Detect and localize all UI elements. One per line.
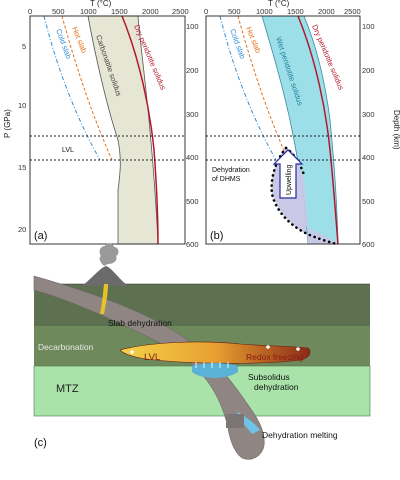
lvl-dot	[296, 347, 300, 351]
panel-a: Cold slab Hot slab Carbonatite solidus D…	[3, 0, 199, 249]
depth-ticks-b: 100 200 300 400 500 600	[362, 22, 375, 249]
panel-b: Upwelling Cold slab Hot slab Wet peridot…	[204, 0, 400, 249]
p-tick: 10	[18, 101, 26, 110]
hot-slab-label-b: Hot slab	[244, 25, 263, 54]
upwelling-arrow: Upwelling	[272, 149, 304, 199]
dhms-label-line-1: Dehydration	[212, 167, 250, 174]
x-tick-b: 2500	[344, 7, 361, 16]
panel-b-frame	[205, 15, 361, 245]
slab-dehydration-label: Slab dehydration	[108, 318, 172, 328]
x-tick-b: 2000	[318, 7, 335, 16]
lvl-label-a: LVL	[62, 147, 74, 154]
subsolidus-label-2: dehydration	[254, 382, 299, 392]
panel-a-label: (a)	[34, 230, 47, 242]
hot-slab-curve-b	[237, 15, 289, 161]
dhms-label-line-2: of DHMS	[212, 176, 241, 183]
x-tick-a: 500	[52, 7, 65, 16]
depth-tick-b: 400	[362, 153, 375, 162]
p-ticks: 5 10 15 20	[18, 42, 26, 234]
panel-b-label: (b)	[210, 230, 223, 242]
x-tick-b: 1000	[256, 7, 273, 16]
cold-slab-label-b: Cold slab	[228, 28, 247, 60]
depth-tick-b: 500	[362, 197, 375, 206]
panel-c-label: (c)	[34, 437, 47, 449]
dhms-boundary	[270, 146, 338, 246]
volcanic-plume	[99, 243, 119, 266]
dehydration-melting-label: Dehydration melting	[262, 430, 338, 440]
volcano	[82, 266, 128, 286]
x-tick-a: 0	[28, 7, 32, 16]
depth-tick-a: 200	[186, 66, 199, 75]
depth-tick-b: 300	[362, 110, 375, 119]
depth-tick-a: 100	[186, 22, 199, 31]
dry-peridotite-solidus-b	[297, 15, 339, 245]
p-tick: 15	[18, 163, 26, 172]
cold-slab-curve-b	[219, 15, 277, 161]
cold-slab-label-a: Cold slab	[54, 28, 73, 60]
p-axis-label: P (GPa)	[3, 109, 12, 138]
lower-slab-bleed	[226, 414, 244, 428]
depth-tick-b: 100	[362, 22, 375, 31]
x-tick-a: 1000	[80, 7, 97, 16]
x-tick-a: 2000	[142, 7, 159, 16]
depth-tick-b: 600	[362, 240, 375, 249]
subsolidus-hatch	[195, 362, 229, 368]
p-tick: 5	[22, 42, 26, 51]
depth-tick-b: 200	[362, 66, 375, 75]
p-tick: 20	[18, 225, 26, 234]
depth-ticks-a: 100 200 300 400 500 600	[186, 22, 199, 249]
x-tick-a: 1500	[111, 7, 128, 16]
x-tick-a: 2500	[172, 7, 189, 16]
mtz-label: MTZ	[56, 383, 79, 395]
x-tick-b: 1500	[287, 7, 304, 16]
depth-axis-label: Depth (km)	[392, 110, 400, 150]
hot-slab-curve-a	[61, 15, 113, 161]
panel-c: Slab dehydration Decarbonation LVL Redox…	[33, 243, 371, 460]
lvl-dot	[130, 350, 134, 354]
slab-dehydration-melt	[100, 284, 108, 314]
decarbonation-label: Decarbonation	[38, 342, 94, 352]
redox-freezing-label: Redox freezing	[246, 352, 303, 362]
subsolidus-label-1: Subsolidus	[248, 372, 290, 382]
x-tick-b: 500	[228, 7, 241, 16]
depth-tick-a: 600	[186, 240, 199, 249]
hot-slab-label-a: Hot slab	[70, 25, 89, 54]
x-ticks-b: 0 500 1000 1500 2000 2500	[204, 7, 361, 16]
depth-tick-a: 400	[186, 153, 199, 162]
cold-slab-curve-a	[43, 15, 101, 161]
x-tick-b: 0	[204, 7, 208, 16]
lvl-dot	[266, 345, 270, 349]
depth-tick-a: 300	[186, 110, 199, 119]
x-axis-label-a: T (°C)	[90, 0, 112, 8]
lvl-label-c: LVL	[144, 352, 160, 363]
lvl-melt-layer	[119, 341, 311, 364]
dry-peridotite-solidus-a	[121, 15, 159, 245]
upwelling-label: Upwelling	[286, 165, 293, 195]
depth-tick-a: 500	[186, 197, 199, 206]
x-ticks-a: 0 500 1000 1500 2000 2500	[28, 7, 189, 16]
x-axis-label-b: T (°C)	[268, 0, 290, 8]
